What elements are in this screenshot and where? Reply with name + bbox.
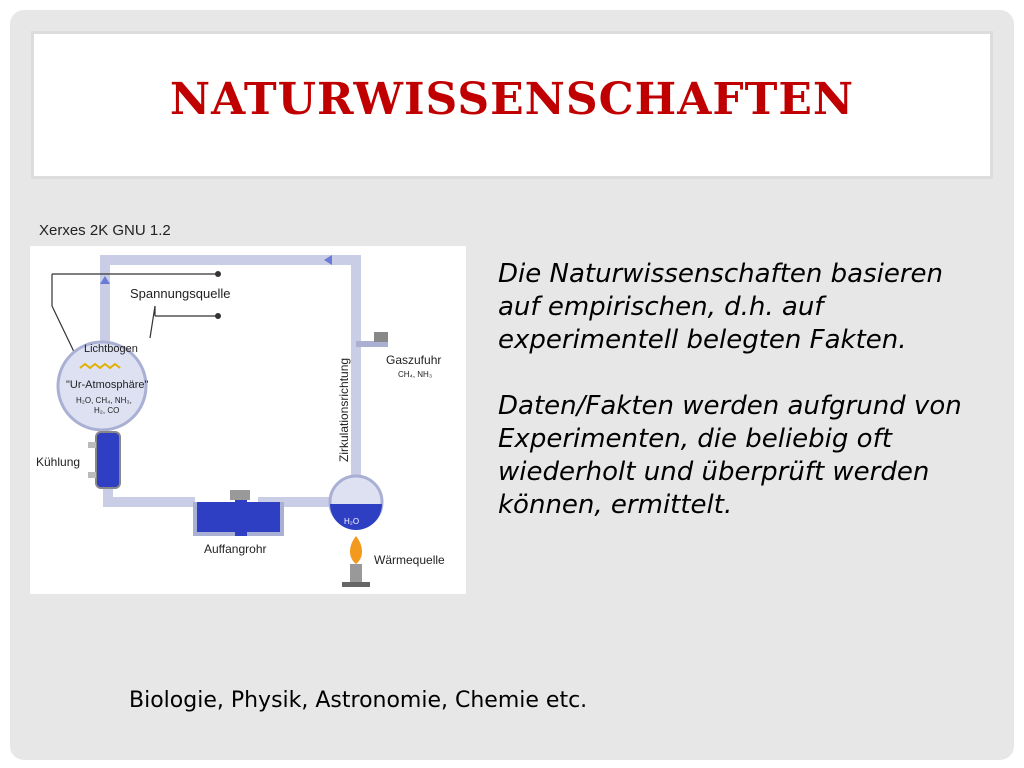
spark-icon: [79, 362, 121, 370]
footer-disciplines: Biologie, Physik, Astronomie, Chemie etc…: [129, 688, 588, 713]
image-credit: Xerxes 2K GNU 1.2: [39, 222, 171, 239]
miller-urey-diagram: Spannungsquelle Lichtbogen "Ur-Atmosphär…: [30, 246, 466, 594]
zirkulation-label: Zirkulationsrichtung: [337, 358, 351, 462]
flame-icon: [350, 536, 362, 564]
auffangrohr-label: Auffangrohr: [204, 542, 267, 556]
burner: [350, 564, 362, 582]
arrow-icon: [100, 276, 110, 284]
circulation-tube: [100, 255, 361, 486]
gases-line2: H₂, CO: [94, 406, 119, 415]
spannungsquelle-label: Spannungsquelle: [130, 286, 230, 301]
electrode-wire: [51, 274, 77, 357]
gases-line1: H₂O, CH₄, NH₃,: [76, 396, 132, 405]
lichtbogen-label: Lichtbogen: [84, 343, 138, 355]
condenser: [95, 431, 121, 489]
paragraph-experiments: Daten/Fakten werden aufgrund von Experim…: [498, 391, 962, 520]
title-box: NATURWISSENSCHAFTEN: [34, 34, 990, 176]
kuehlung-label: Kühlung: [36, 455, 80, 469]
reaction-flask: [56, 340, 148, 432]
flask-water-label: H₂O: [344, 517, 359, 526]
gaszufuhr-gases: CH₄, NH₃: [398, 370, 432, 379]
electrode-wire: [149, 305, 156, 339]
paragraph-empirical: Die Naturwissenschaften basieren auf emp…: [498, 259, 944, 355]
body-text: Die Naturwissenschaften basieren auf emp…: [498, 258, 968, 522]
arrow-icon: [324, 255, 332, 265]
ur-atmosphaere-label: "Ur-Atmosphäre": [66, 379, 148, 391]
return-tube: [103, 446, 335, 507]
slide-title: NATURWISSENSCHAFTEN: [169, 74, 855, 125]
waermequelle-label: Wärmequelle: [374, 553, 445, 567]
gaszufuhr-label: Gaszufuhr: [386, 353, 441, 367]
